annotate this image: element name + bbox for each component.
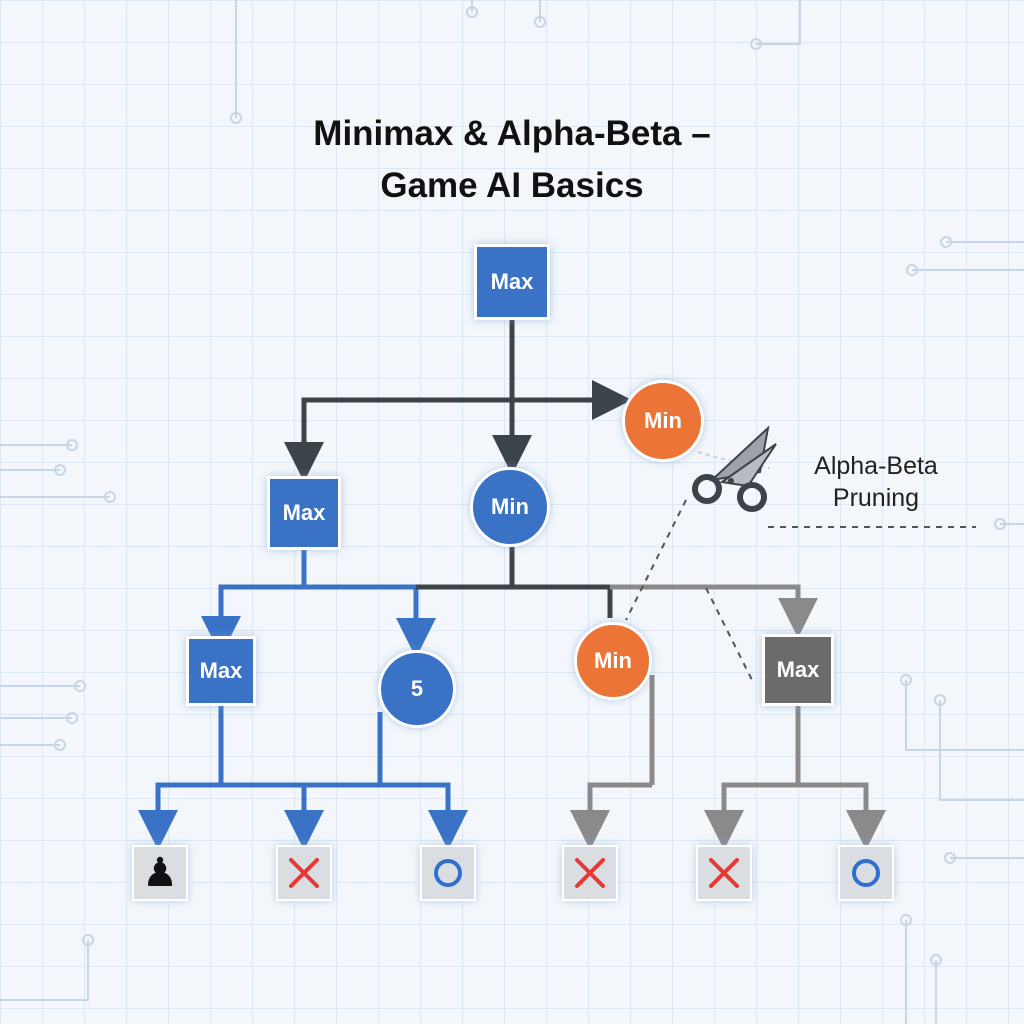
edge-max-right xyxy=(304,584,436,658)
leaf-x-1 xyxy=(276,845,332,901)
pruning-label-line-2: Pruning xyxy=(832,484,920,512)
edge-gray-right xyxy=(798,782,886,850)
red-x-icon xyxy=(575,858,605,888)
scissors-icon xyxy=(692,425,777,512)
edge-root-left xyxy=(284,397,512,482)
level2-max-gray-node: Max xyxy=(762,634,834,706)
blue-o-icon xyxy=(434,859,462,887)
prune-dash-1 xyxy=(625,499,687,621)
page-title: Minimax & Alpha-Beta – Game AI Basics xyxy=(0,108,1024,212)
red-x-icon xyxy=(289,858,319,888)
edge-blue-left xyxy=(138,782,380,850)
leaf-x-2 xyxy=(562,845,618,901)
alpha-beta-pruning-label: Alpha-Beta Pruning xyxy=(776,450,976,514)
leaf-o-2 xyxy=(838,845,894,901)
root-max-node: Max xyxy=(474,244,550,320)
pruned-min-node: Min xyxy=(622,380,704,462)
pruning-label-line-1: Alpha-Beta xyxy=(814,452,938,480)
level1-min-node: Min xyxy=(470,467,550,547)
title-line-2: Game AI Basics xyxy=(380,166,644,205)
level1-max-node: Max xyxy=(267,476,341,550)
blue-o-icon xyxy=(852,859,880,887)
prune-dash-2 xyxy=(705,587,753,681)
level2-max-node: Max xyxy=(186,636,256,706)
leaf-o-1 xyxy=(420,845,476,901)
level2-min-orange-node: Min xyxy=(574,622,652,700)
red-x-icon xyxy=(709,858,739,888)
edge-min-left xyxy=(416,584,613,618)
edge-max-left xyxy=(201,584,304,656)
edge-blue-right xyxy=(380,782,468,850)
title-line-1: Minimax & Alpha-Beta – xyxy=(313,114,711,153)
leaf-x-3 xyxy=(696,845,752,901)
edge-min-right xyxy=(610,584,818,638)
edge-gray-mid xyxy=(704,782,798,850)
leaf-pawn: ♟ xyxy=(132,845,188,901)
chess-pawn-icon: ♟ xyxy=(142,850,178,896)
edge-gray-left xyxy=(570,782,652,850)
value-node-5: 5 xyxy=(378,650,456,728)
